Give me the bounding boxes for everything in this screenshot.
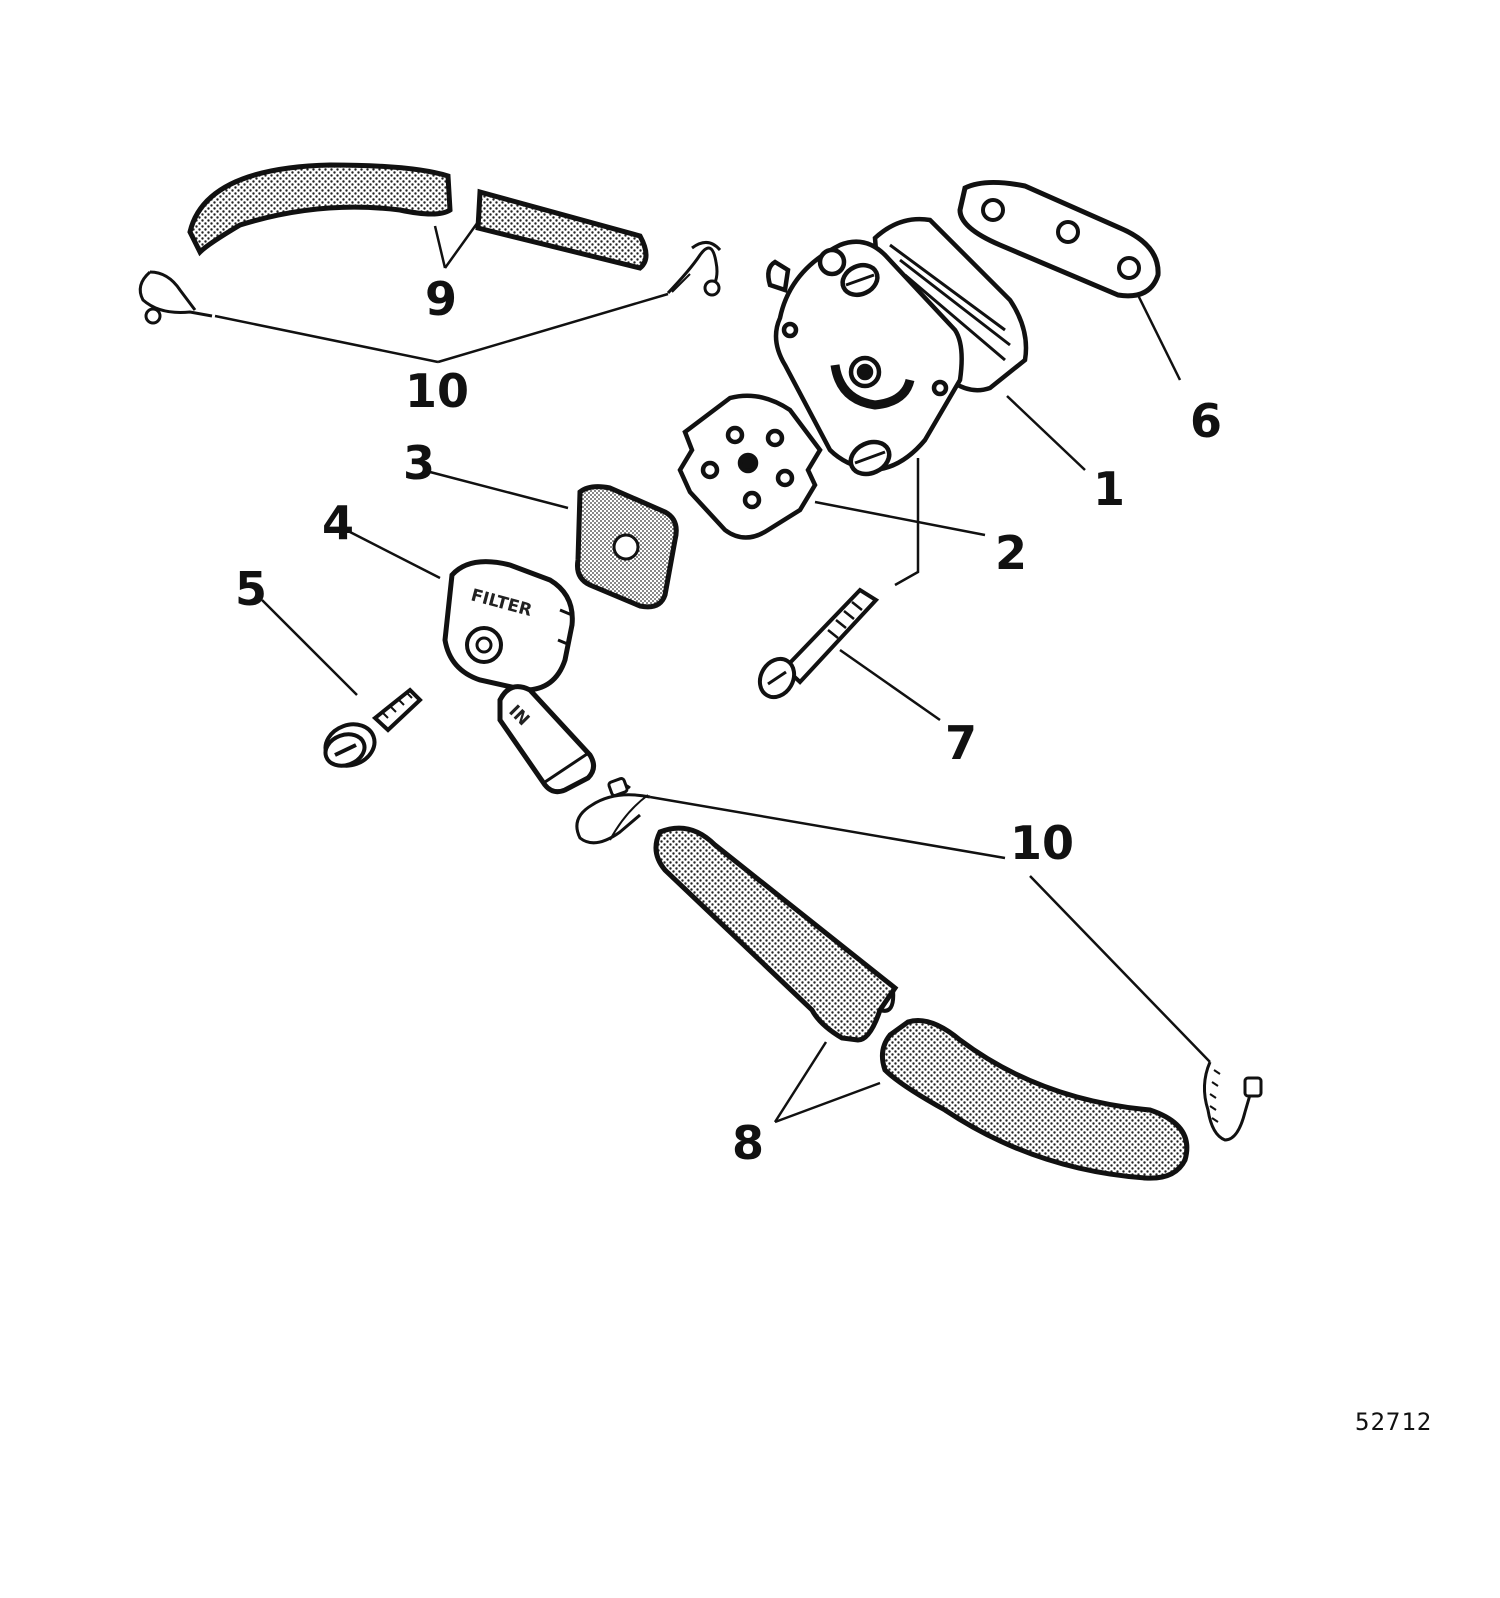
callout-10-top: 10 [405, 364, 470, 418]
figure-number: 52712 [1355, 1408, 1433, 1436]
callout-9: 9 [425, 272, 458, 326]
clamp-part-10-top [138, 241, 722, 325]
filter-screen-part-3 [575, 484, 679, 610]
clamp-part-10-bottom [575, 777, 1263, 1142]
diaphragm-part-2 [677, 393, 823, 540]
screw-part-5 [323, 687, 423, 768]
callout-7: 7 [945, 716, 978, 770]
gasket-part-6 [957, 180, 1161, 299]
pump-body-part-1 [766, 216, 1029, 477]
callout-4: 4 [322, 496, 355, 550]
callout-8: 8 [732, 1116, 765, 1170]
callout-6: 6 [1190, 394, 1223, 448]
callout-2: 2 [995, 526, 1028, 580]
hose-part-9 [187, 162, 649, 271]
hose-part-8 [653, 825, 1190, 1181]
callout-5: 5 [235, 562, 268, 616]
callout-10-bottom: 10 [1010, 816, 1075, 870]
screw-part-7 [757, 587, 880, 700]
callout-1: 1 [1093, 462, 1126, 516]
callout-3: 3 [403, 436, 436, 490]
leader-lines [214, 221, 1211, 1124]
filter-cap-part-4: FILTER IN [442, 559, 596, 795]
